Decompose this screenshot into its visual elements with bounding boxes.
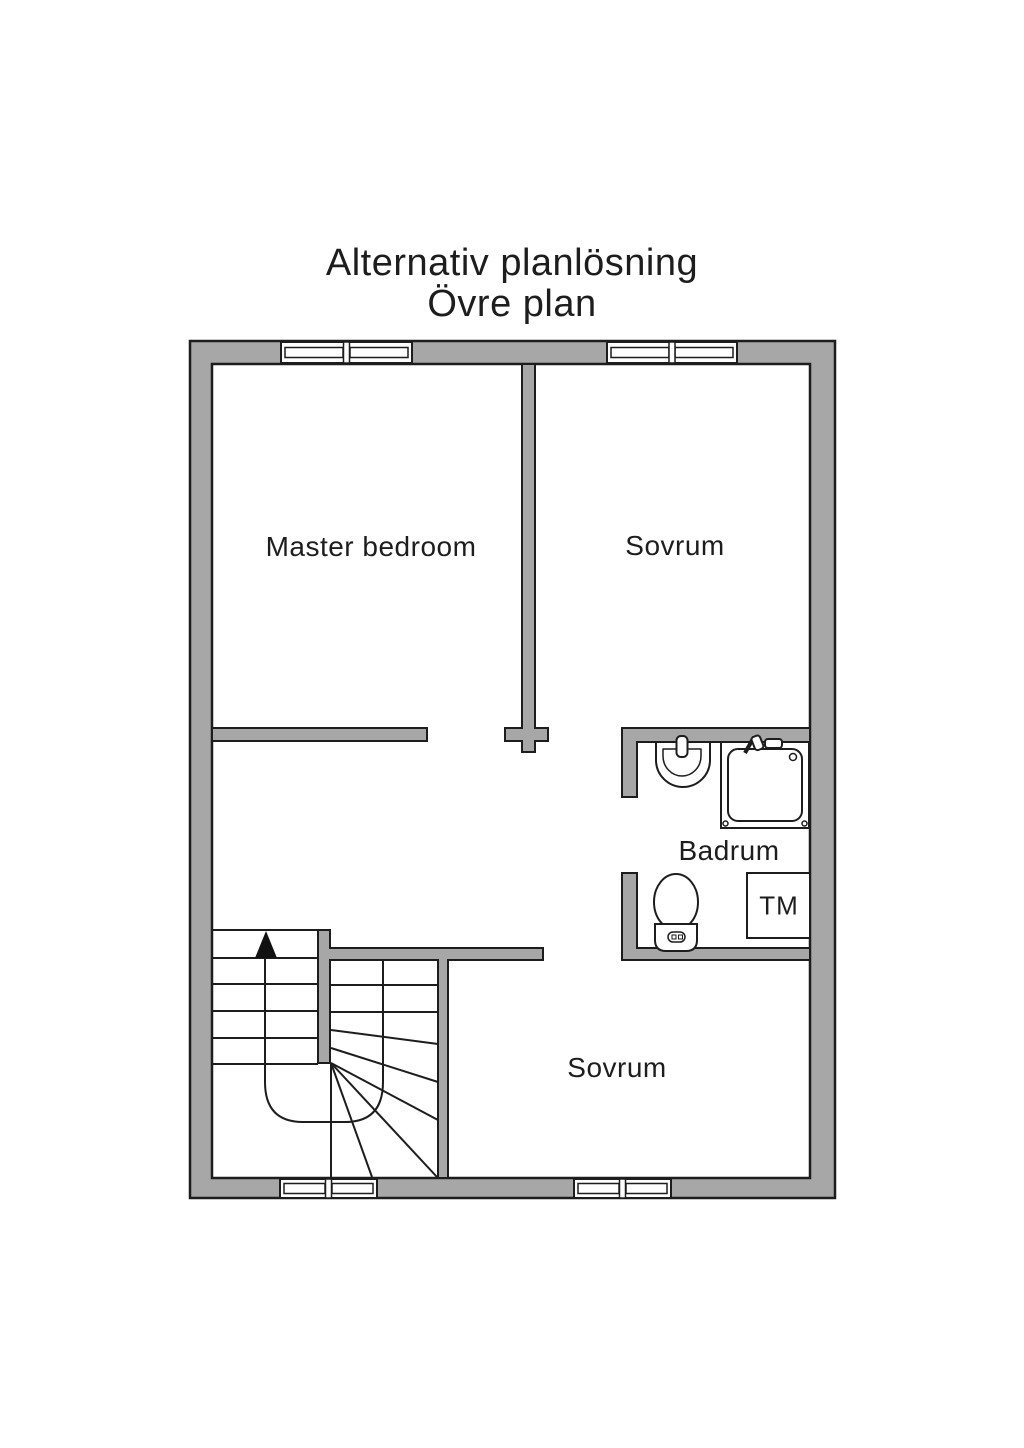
stairs-direction-arrow xyxy=(255,931,277,958)
wall-master-south xyxy=(211,727,428,742)
room-label-sovrum-lower: Sovrum xyxy=(567,1052,667,1083)
window-sovrum-lower xyxy=(573,1178,672,1199)
toilet-icon xyxy=(653,873,699,952)
plan-title: Alternativ planlösning Övre plan xyxy=(0,243,1024,325)
room-label-badrum: Badrum xyxy=(678,835,780,866)
room-label-master-bedroom: Master bedroom xyxy=(265,531,477,562)
plan-title-line2: Övre plan xyxy=(427,283,597,325)
wall-badrum-north xyxy=(621,727,811,798)
washing-machine-label: TM xyxy=(759,890,799,921)
room-label-sovrum-upper: Sovrum xyxy=(625,530,725,561)
wall-master-sovrum xyxy=(504,363,549,753)
sink-icon xyxy=(655,735,711,788)
shower-mixer-icon xyxy=(743,734,783,754)
plan-title-line1: Alternativ planlösning xyxy=(325,242,699,284)
staircase xyxy=(212,929,439,1178)
window-sovrum-upper xyxy=(606,341,738,364)
window-master xyxy=(280,341,413,364)
shower-icon xyxy=(720,734,810,829)
window-stairs xyxy=(279,1178,378,1199)
washing-machine xyxy=(746,872,811,939)
wall-badrum-south xyxy=(621,872,811,961)
